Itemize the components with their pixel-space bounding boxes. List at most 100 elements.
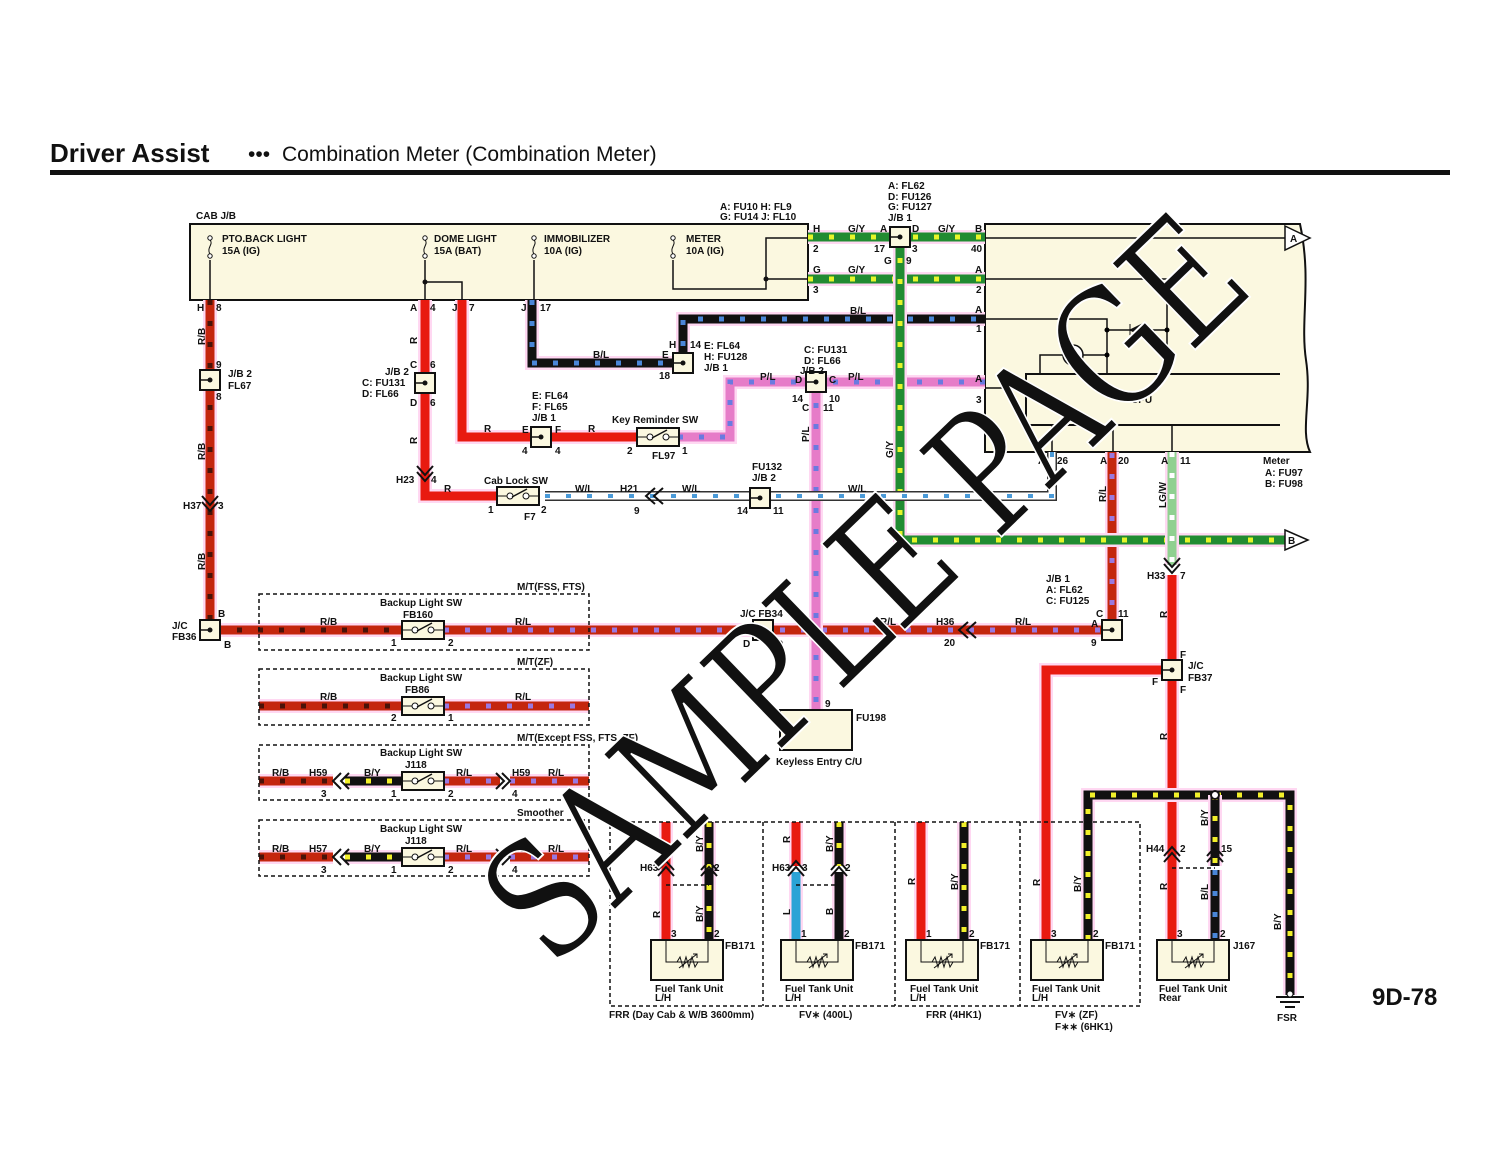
wire-code: R: [1159, 882, 1170, 890]
pin-label: 26: [1057, 456, 1069, 467]
pin-label: 18: [659, 371, 671, 382]
arrow-b-icon: [1284, 528, 1310, 552]
switch-label: Key Reminder SW: [612, 415, 699, 426]
pin-label: 2: [969, 929, 975, 940]
variant-box: [258, 819, 590, 877]
variant-condition: M/T(FSS, FTS): [517, 582, 585, 593]
jb-label: F: FL65: [532, 402, 568, 413]
junction-block-fl67: [199, 369, 221, 391]
junction-block-bl: [672, 352, 694, 374]
wire-code: LG/W: [1158, 481, 1169, 508]
pin-label: A: [880, 224, 887, 235]
wire-code: R/B: [272, 768, 289, 779]
junction-block-fu132: [749, 487, 771, 509]
pin-label: 1: [488, 505, 494, 516]
battery-icon: [1062, 344, 1084, 366]
pin-label: 4: [555, 446, 561, 457]
pin-label: 2: [448, 789, 454, 800]
wire-code: W/L: [682, 484, 700, 495]
jb-label: C: FU131: [804, 345, 848, 356]
wires: [203, 230, 1297, 995]
wire-code: R/B: [197, 443, 208, 460]
wire-code: B/L: [850, 306, 866, 317]
wire-code: G/Y: [938, 224, 956, 235]
cab-junction-block: CAB J/B A: FU10 H: FL9 G: FU14 J: FL10 P…: [189, 202, 809, 301]
switch-code: F7: [524, 512, 536, 523]
wire-code: G/Y: [885, 440, 896, 458]
splice-point: [1210, 790, 1220, 800]
jb-label: E: FL64: [532, 391, 569, 402]
wire-code: B/L: [1200, 884, 1211, 900]
pin-label: 4: [512, 865, 518, 876]
fuel-unit-name: Fuel Tank Unit: [655, 984, 724, 995]
wire-r: [457, 300, 636, 442]
fuel-variant-label: FV∗ (ZF): [1055, 1010, 1098, 1021]
pin-label: 20: [944, 638, 956, 649]
pin-label: 3: [813, 285, 819, 296]
jb-label: J/B 1: [1046, 574, 1070, 585]
pin-label: 2: [976, 285, 982, 296]
pin-label: 2: [1220, 929, 1226, 940]
wire-r: [1041, 665, 1162, 940]
pin-label: 6: [430, 360, 436, 371]
jb-label: J/B 1: [704, 363, 728, 374]
jb-label: FL67: [228, 381, 252, 392]
wire-code: R/L: [880, 617, 896, 628]
meter-arrow-b: B: [1288, 536, 1295, 547]
fuse-name: PTO.BACK LIGHT: [222, 234, 307, 245]
page-title: Driver Assist: [50, 138, 210, 168]
wire-code: R: [409, 336, 420, 344]
variant-box: [258, 593, 590, 651]
jc-label: FB37: [1188, 673, 1213, 684]
wire-code: P/L: [801, 426, 812, 442]
pin-label: D: [776, 639, 783, 650]
jb-label: J/B 2: [800, 366, 824, 377]
pin-label: E: [522, 425, 529, 436]
fuel-variant-box: [609, 821, 1141, 1007]
pin-label: 3: [1051, 929, 1057, 940]
wire-code: R: [907, 877, 918, 885]
fuel-unit-code: FB171: [725, 941, 755, 952]
pin-label: 9: [906, 256, 912, 267]
pin-label: A: [975, 374, 982, 385]
pin-label: 2: [714, 863, 720, 874]
pin-label: 3: [218, 501, 224, 512]
jb-label: G: FU127: [888, 202, 932, 213]
switch-label: Backup Light SW: [380, 748, 463, 759]
joint-connector-fb36: [199, 619, 221, 641]
pin-label: 2: [714, 929, 720, 940]
connector-chevrons: [201, 465, 1224, 886]
junction-block-key: [530, 426, 552, 448]
connector-label: H21: [620, 484, 639, 495]
pin-label: 3: [802, 863, 808, 874]
pin-label: 4: [522, 446, 528, 457]
junction-block-rl: [1101, 619, 1123, 641]
connector-label: H23: [396, 475, 415, 486]
wire-code: R/L: [456, 844, 472, 855]
jb-label: J/B 2: [228, 369, 252, 380]
pin-label: H: [197, 303, 204, 314]
fuel-variant-label: FV∗ (400L): [799, 1010, 852, 1021]
pin-label: 17: [874, 244, 886, 255]
switch-code: J118: [405, 836, 427, 847]
page-subtitle: Combination Meter (Combination Meter): [282, 143, 657, 166]
switch-label: Backup Light SW: [380, 598, 463, 609]
wire-code: B/Y: [695, 905, 706, 922]
fuel-unit-name: Fuel Tank Unit: [785, 984, 854, 995]
wire-code: R/B: [320, 692, 337, 703]
pin-label: A: [1100, 456, 1107, 467]
pin-label: 3: [912, 244, 918, 255]
jb-label: D: FL66: [804, 356, 841, 367]
wire-code: B/Y: [364, 768, 381, 779]
labels: H 8 A 4 J 7 J 17 H 2 G 3 R/B R/B R/B 9 8…: [172, 181, 1284, 1033]
fuse-name: METER: [686, 234, 722, 245]
fuel-unit-side: Rear: [1159, 993, 1181, 1004]
pin-label: A: [1038, 456, 1045, 467]
cpu-label: CPU: [1131, 395, 1152, 406]
wire-code: R/B: [197, 328, 208, 345]
wire-r-b: [205, 300, 402, 635]
pin-label: 4: [431, 475, 437, 486]
wire-code: R: [652, 910, 663, 918]
pin-label: 7: [469, 303, 475, 314]
